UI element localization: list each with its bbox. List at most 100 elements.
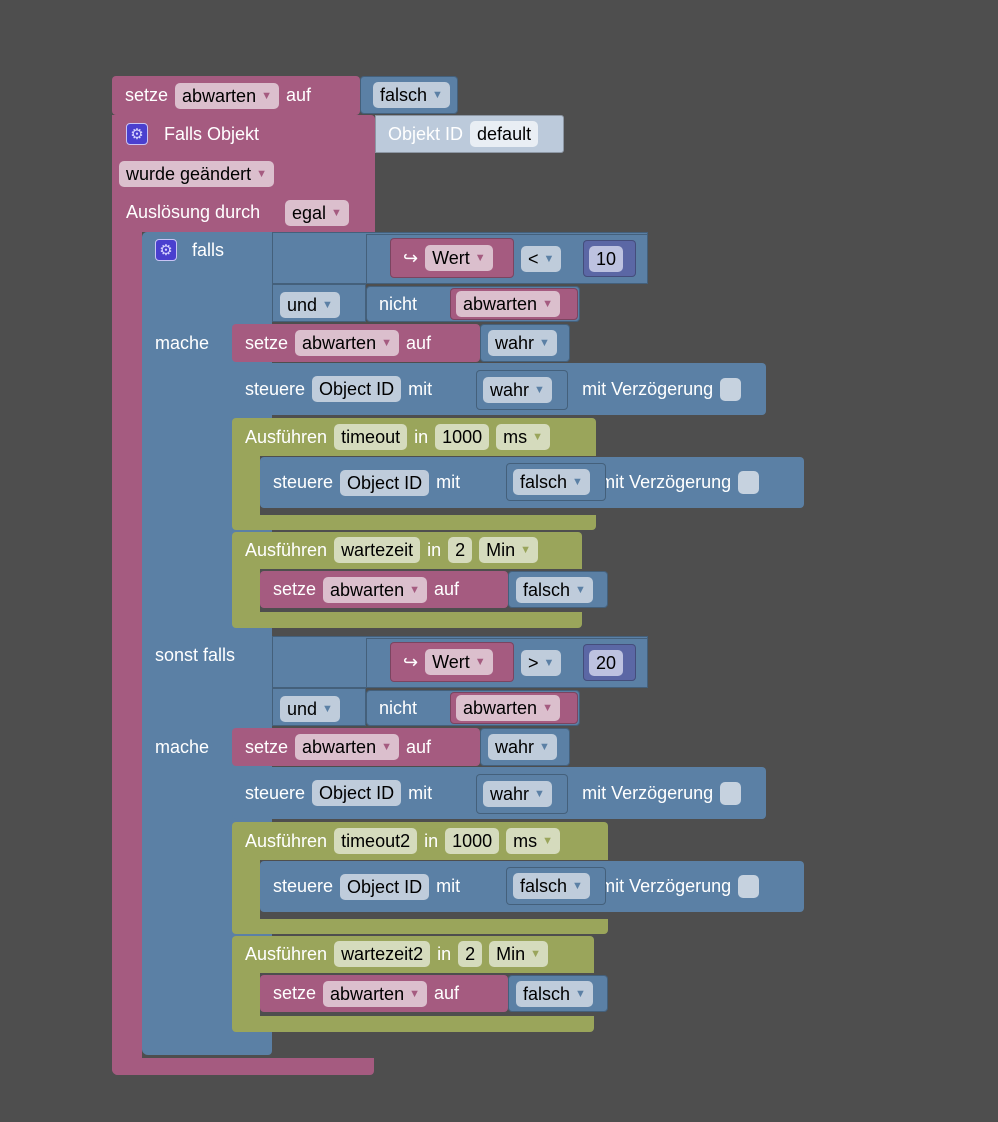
boolean-dropdown[interactable]: falsch▼	[516, 576, 593, 603]
chevron-down-icon: ▼	[534, 384, 545, 396]
trigger-by-value: egal	[292, 203, 327, 223]
variable-get-block[interactable]: abwarten▼	[450, 288, 578, 320]
boolean-block[interactable]: falsch ▼	[506, 463, 606, 501]
variable-dropdown[interactable]: abwarten▼	[295, 330, 399, 356]
timeout-header: Ausführen timeout2 in 1000 ms▼	[232, 822, 573, 860]
in-keyword: in	[437, 943, 452, 964]
unit-dropdown[interactable]: Min▼	[489, 941, 549, 967]
control-keyword: steuere	[273, 472, 334, 492]
value-dropdown[interactable]: Wert▼	[425, 649, 493, 675]
boolean-dropdown[interactable]: falsch▼	[516, 980, 593, 1007]
chevron-down-icon: ▼	[572, 476, 583, 488]
variable-dropdown[interactable]: abwarten ▼	[175, 82, 279, 109]
value-dropdown[interactable]: Wert▼	[425, 245, 493, 271]
operator-dropdown[interactable]: >▼	[521, 650, 562, 676]
set-variable-block[interactable]: setze abwarten▼ auf	[260, 571, 508, 608]
unit-dropdown[interactable]: Min▼	[479, 537, 539, 563]
timeout-name-field[interactable]: timeout	[334, 424, 408, 450]
object-id-block[interactable]: Objekt ID default	[375, 115, 564, 153]
unit-dropdown[interactable]: ms▼	[506, 828, 561, 854]
timeout-amount-field[interactable]: 1000	[445, 828, 500, 854]
chevron-down-icon: ▼	[256, 168, 267, 180]
operator-dropdown[interactable]: <▼	[521, 246, 562, 272]
boolean-dropdown[interactable]: falsch▼	[373, 82, 450, 108]
variable-dropdown[interactable]: abwarten▼	[323, 980, 427, 1007]
variable-dropdown[interactable]: abwarten▼	[323, 576, 427, 603]
number-field[interactable]: 20	[589, 649, 624, 676]
delay-checkbox[interactable]	[720, 377, 742, 401]
delay-label: mit Verzögerung	[582, 378, 714, 399]
chevron-down-icon: ▼	[261, 89, 272, 102]
wait-amount-field[interactable]: 2	[458, 941, 483, 967]
variable-dropdown[interactable]: abwarten▼	[456, 695, 560, 721]
variable-name: abwarten	[182, 85, 257, 106]
chevron-down-icon: ▼	[543, 657, 555, 669]
number-block[interactable]: 10	[583, 240, 636, 277]
boolean-dropdown[interactable]: wahr▼	[483, 781, 552, 807]
set-variable-block[interactable]: setze abwarten▼ auf	[232, 324, 480, 362]
variable-get-block[interactable]: abwarten▼	[450, 692, 578, 724]
delay-checkbox[interactable]	[738, 471, 760, 494]
wait-amount-field[interactable]: 2	[448, 537, 473, 563]
and-value: und	[287, 699, 318, 719]
boolean-block[interactable]: wahr▼	[480, 728, 570, 766]
variable-dropdown[interactable]: abwarten▼	[456, 291, 560, 317]
set-variable-block[interactable]: setze abwarten▼ auf	[232, 728, 480, 766]
number-block[interactable]: 20	[583, 644, 636, 681]
delay-checkbox[interactable]	[738, 875, 760, 898]
chevron-down-icon: ▼	[474, 656, 486, 668]
object-id-field[interactable]: default	[470, 121, 539, 147]
boolean-value: wahr	[495, 333, 535, 353]
value-block[interactable]: ↪ Wert▼	[390, 642, 514, 682]
event-dropdown[interactable]: wurde geändert▼	[119, 161, 274, 187]
trigger-by-dropdown[interactable]: egal ▼	[285, 200, 349, 226]
delay-checkbox[interactable]	[720, 781, 742, 805]
with-keyword: mit	[408, 378, 433, 399]
number-field[interactable]: 10	[589, 245, 624, 272]
gear-icon[interactable]: ⚙	[155, 239, 177, 261]
wait-name-field[interactable]: wartezeit2	[334, 941, 431, 967]
set-variable-block[interactable]: setze abwarten▼ auf	[260, 975, 508, 1012]
object-id-field[interactable]: Object ID	[312, 376, 402, 402]
object-id-field[interactable]: Object ID	[340, 469, 430, 496]
timeout-name-field[interactable]: timeout2	[334, 828, 418, 854]
operator-value: >	[528, 653, 539, 673]
chevron-down-icon: ▼	[572, 880, 583, 892]
boolean-block[interactable]: wahr▼	[476, 370, 568, 410]
gear-icon[interactable]: ⚙	[126, 123, 148, 145]
boolean-dropdown[interactable]: falsch ▼	[513, 469, 590, 495]
timeout-amount-field[interactable]: 1000	[435, 424, 490, 450]
boolean-dropdown[interactable]: wahr▼	[483, 377, 552, 403]
chevron-down-icon: ▼	[322, 703, 333, 715]
boolean-block[interactable]: falsch▼	[360, 76, 458, 114]
chevron-down-icon: ▼	[331, 207, 342, 219]
chevron-down-icon: ▼	[575, 987, 586, 1000]
to-keyword: auf	[405, 332, 432, 353]
boolean-dropdown[interactable]: wahr ▼	[488, 330, 557, 356]
if-label: falls	[192, 240, 225, 260]
boolean-value: falsch	[520, 472, 568, 492]
boolean-block[interactable]: falsch▼	[508, 571, 608, 608]
object-id-field[interactable]: Object ID	[312, 780, 402, 806]
boolean-block[interactable]: wahr ▼	[480, 324, 570, 362]
boolean-dropdown[interactable]: falsch▼	[513, 873, 590, 899]
and-value: und	[287, 295, 318, 315]
value-block[interactable]: ↪ Wert▼	[390, 238, 514, 278]
boolean-block[interactable]: wahr▼	[476, 774, 568, 814]
boolean-block[interactable]: falsch▼	[506, 867, 606, 905]
variable-dropdown[interactable]: abwarten▼	[295, 734, 399, 760]
unit-dropdown[interactable]: ms▼	[496, 424, 551, 450]
chevron-down-icon: ▼	[539, 337, 550, 349]
and-dropdown[interactable]: und▼	[280, 292, 340, 318]
chevron-down-icon: ▼	[474, 252, 486, 264]
set-keyword: setze	[245, 736, 289, 757]
wait-name-field[interactable]: wartezeit	[334, 537, 421, 563]
unit-value: ms	[503, 427, 528, 447]
set-variable-block[interactable]: setze abwarten▼ auf	[112, 76, 360, 115]
and-dropdown[interactable]: und ▼	[280, 696, 340, 722]
object-id-field[interactable]: Object ID	[340, 873, 430, 900]
boolean-dropdown[interactable]: wahr▼	[488, 734, 557, 760]
boolean-block[interactable]: falsch▼	[508, 975, 608, 1012]
else-if-label: sonst falls	[155, 645, 236, 665]
to-keyword: auf	[433, 579, 460, 599]
